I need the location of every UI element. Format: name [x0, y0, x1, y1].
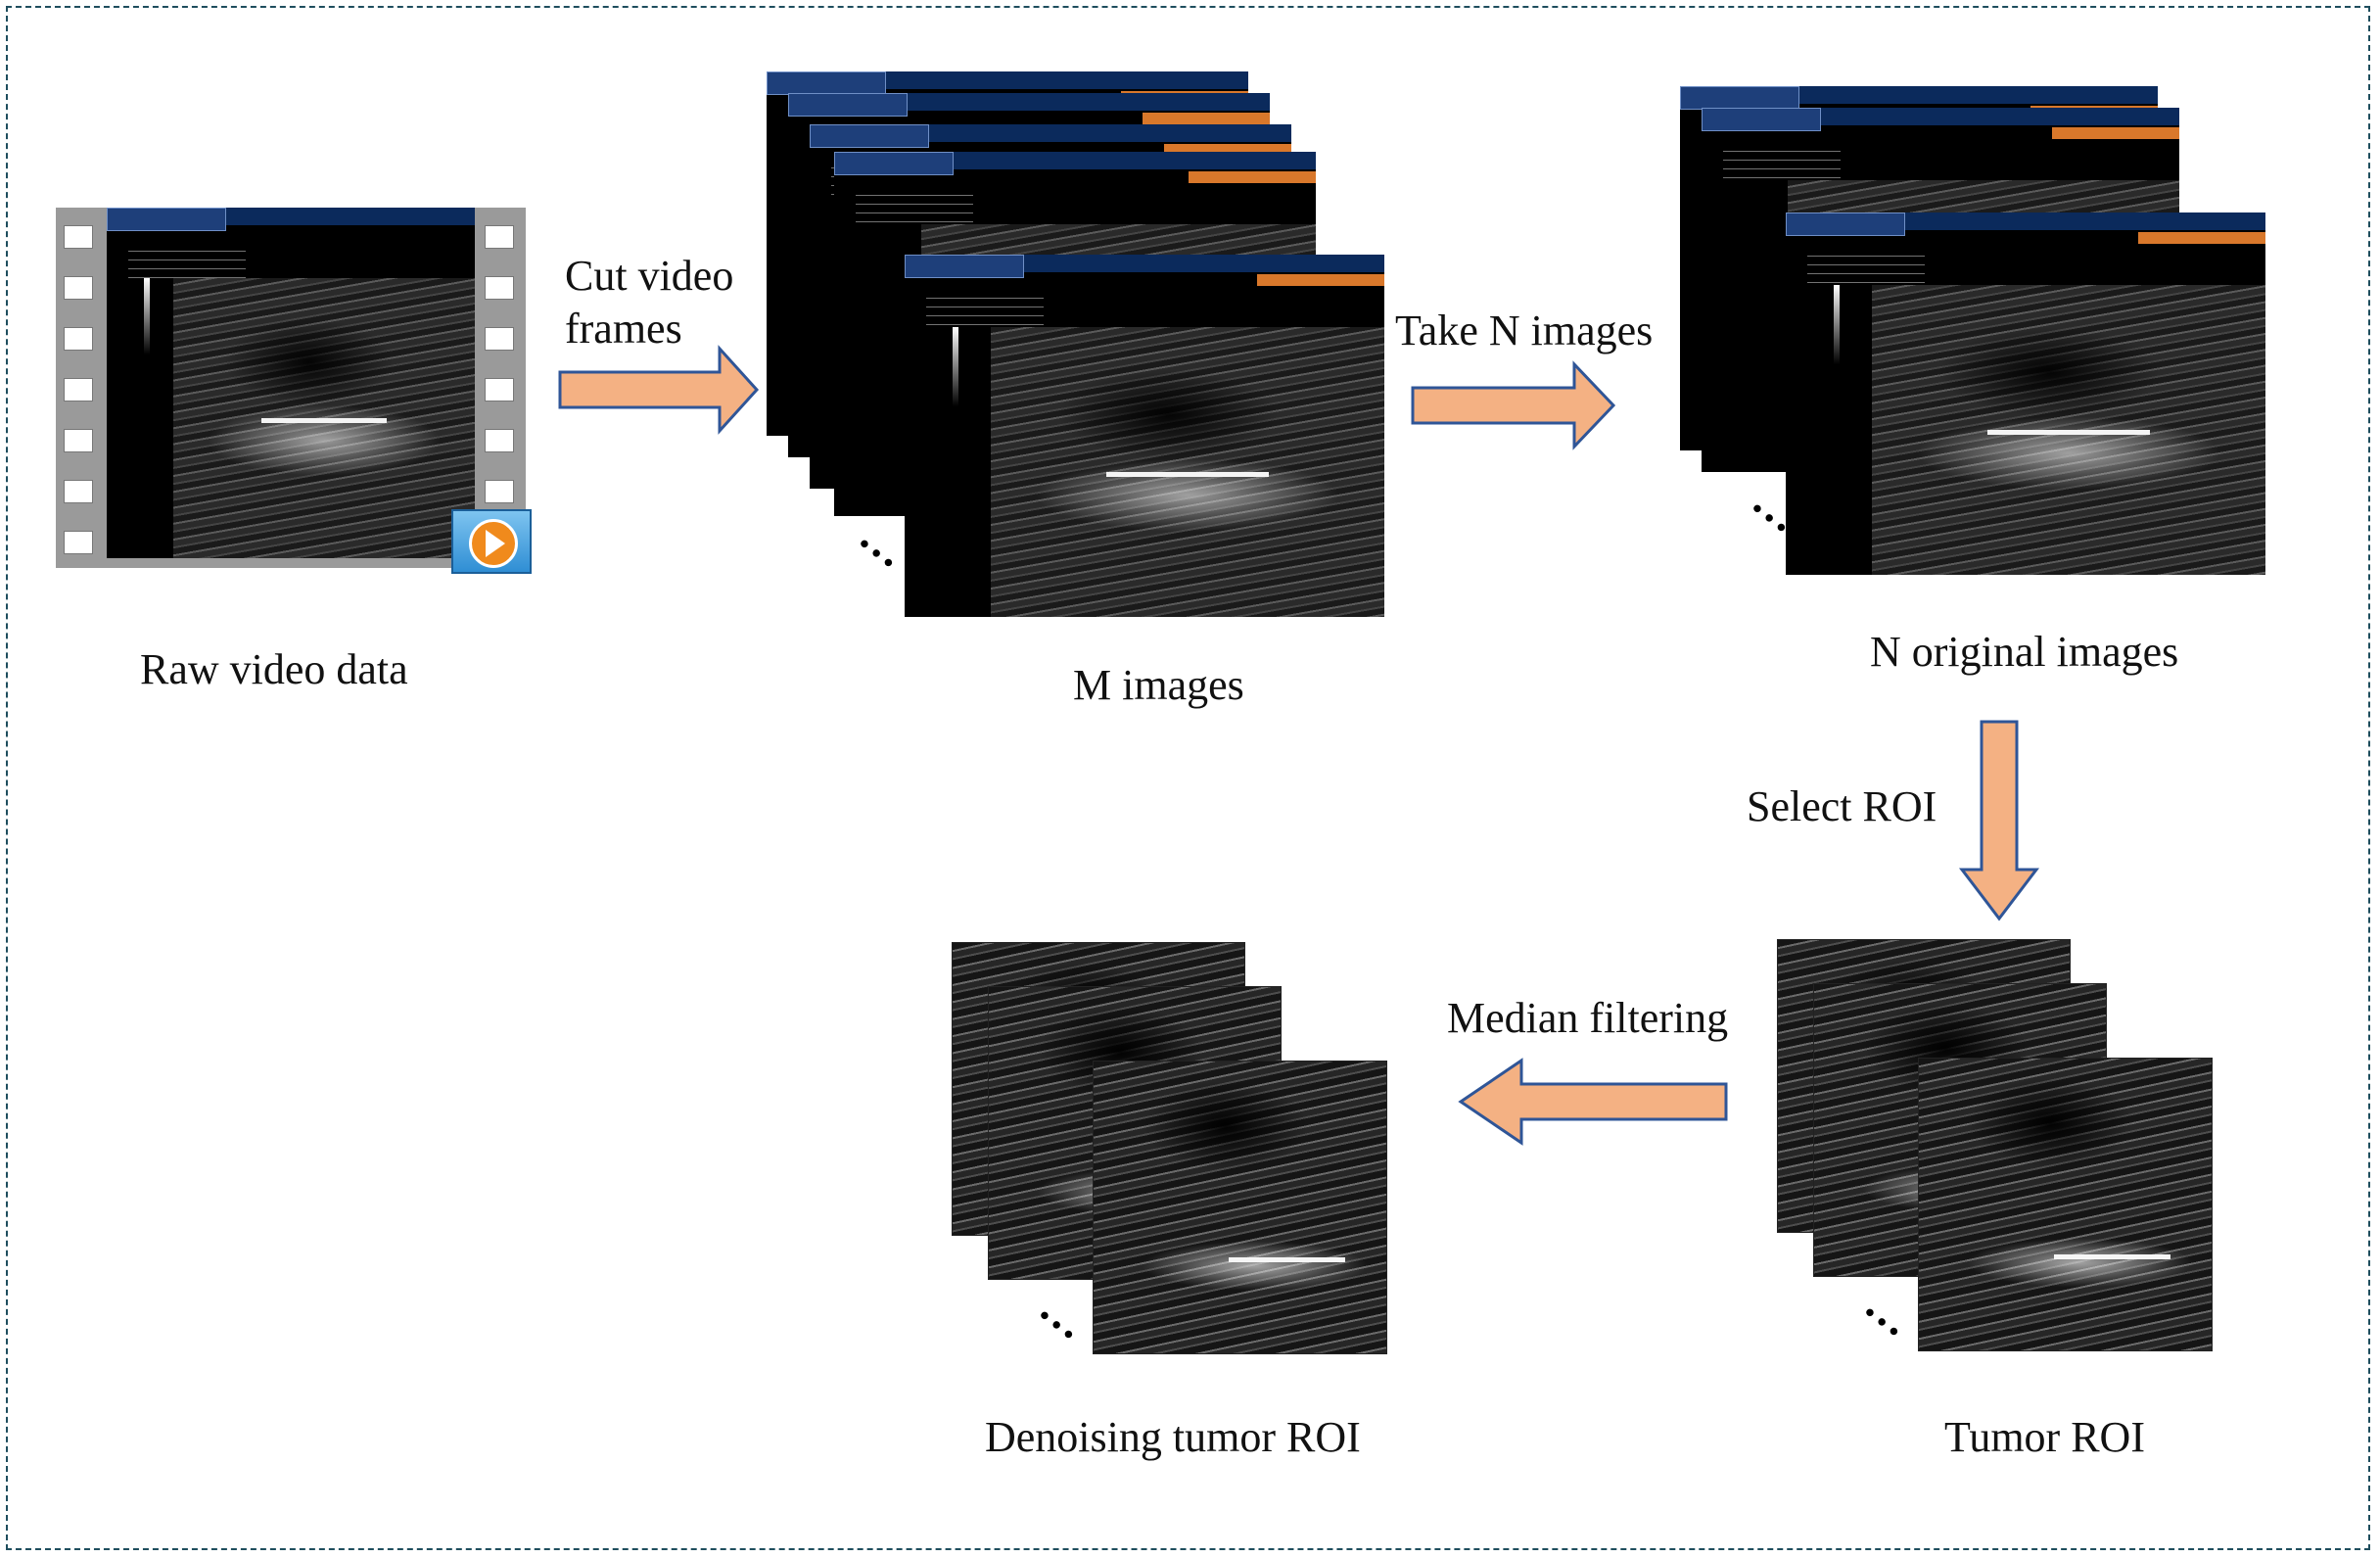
label-denoising-roi: Denoising tumor ROI [985, 1414, 1361, 1461]
arrow-select-roi [1962, 722, 2036, 919]
arrow-median-filtering [1461, 1061, 1726, 1143]
label-select-roi: Select ROI [1747, 783, 1937, 830]
label-take-n: Take N images [1395, 307, 1653, 354]
m-image-front [905, 255, 1384, 617]
arrow-take-n [1413, 364, 1613, 447]
label-cut-frames-2: frames [565, 306, 682, 353]
label-m-images: M images [1073, 662, 1244, 709]
label-median-filtering: Median filtering [1447, 995, 1728, 1042]
denoise-roi-front [1094, 1062, 1386, 1353]
label-tumor-roi: Tumor ROI [1944, 1414, 2145, 1461]
tumor-roi-front [1919, 1059, 2212, 1350]
n-image-front [1786, 212, 2265, 575]
label-cut-frames-1: Cut video [565, 253, 733, 300]
arrow-cut-frames [560, 349, 757, 431]
label-n-original: N original images [1870, 629, 2178, 676]
